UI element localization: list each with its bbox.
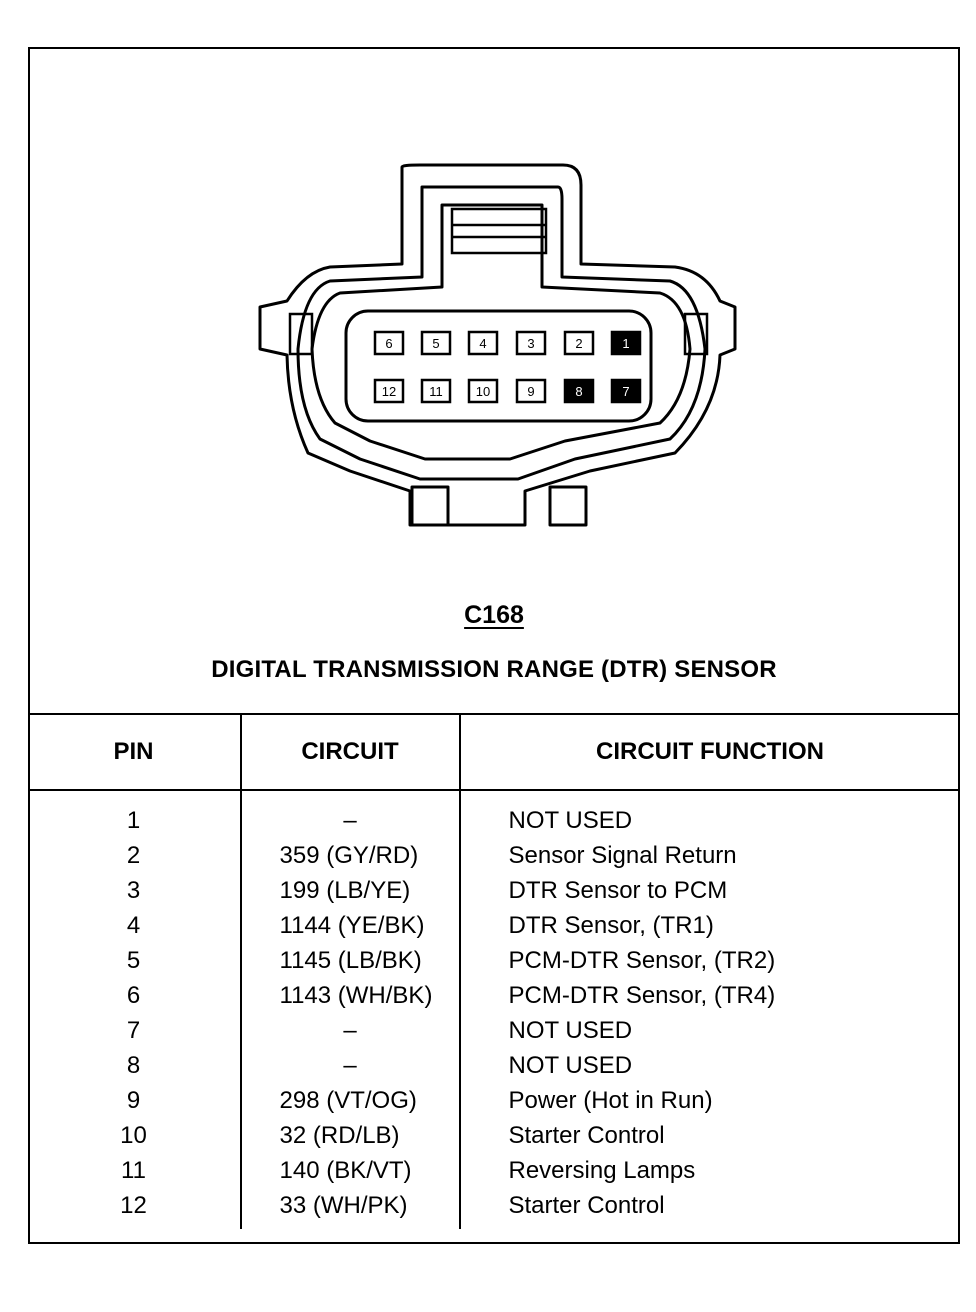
connector-id: C168 [464, 601, 524, 629]
pin-cell: 2 [126, 842, 141, 869]
function-cell: Power (Hot in Run) [508, 1087, 713, 1114]
connector-face-drawing: 6 5 4 3 2 1 12 11 10 9 8 7 [258, 163, 737, 527]
pin-cavity-11 [420, 378, 452, 404]
pin-cavity-8 [563, 378, 595, 404]
function-cell: Sensor Signal Return [508, 842, 737, 869]
pin-cell: 10 [120, 1122, 147, 1149]
pin-cavity-label: 12 [382, 384, 396, 399]
pin-cell: 12 [120, 1192, 147, 1219]
table-row: 11 140 (BK/VT) Reversing Lamps [28, 1153, 960, 1188]
connector-ear-right [683, 312, 709, 356]
circuit-cell: – [239, 1013, 461, 1048]
table-row: 10 32 (RD/LB) Starter Control [28, 1118, 960, 1153]
pin-cavity-label: 3 [527, 336, 534, 351]
function-cell: Starter Control [508, 1192, 665, 1219]
pin-cavity-1 [610, 330, 642, 356]
pin-cavities: 6 5 4 3 2 1 12 11 10 9 8 7 [373, 330, 642, 404]
function-cell: NOT USED [508, 807, 633, 834]
pin-cavity-label: 11 [429, 384, 443, 399]
circuit-cell: 1145 (LB/BK) [239, 943, 461, 978]
cavity-field [344, 309, 653, 423]
circuit-cell: 32 (RD/LB) [239, 1118, 461, 1153]
pin-cell: 9 [126, 1087, 141, 1114]
table-row: 5 1145 (LB/BK) PCM-DTR Sensor, (TR2) [28, 943, 960, 978]
circuit-cell: – [239, 790, 461, 838]
circuit-cell: – [239, 1048, 461, 1083]
connector-tab-right [548, 485, 588, 527]
circuit-cell: 33 (WH/PK) [239, 1188, 461, 1229]
pin-cell: 6 [126, 982, 141, 1009]
connector-name: DIGITAL TRANSMISSION RANGE (DTR) SENSOR [211, 656, 777, 683]
pin-cavity-label: 10 [476, 384, 490, 399]
connector-housing-inner [310, 203, 692, 461]
table-row: 3 199 (LB/YE) DTR Sensor to PCM [28, 873, 960, 908]
pin-cavity-4 [467, 330, 499, 356]
pin-cell: 3 [126, 877, 141, 904]
pin-cavity-label: 9 [527, 384, 534, 399]
table-row: 6 1143 (WH/BK) PCM-DTR Sensor, (TR4) [28, 978, 960, 1013]
table-header-row: PIN CIRCUIT CIRCUIT FUNCTION [27, 713, 960, 791]
pin-cavity-9 [515, 378, 547, 404]
circuit-cell: 298 (VT/OG) [239, 1083, 461, 1118]
pin-cell: 4 [126, 912, 141, 939]
pin-cavity-3 [515, 330, 547, 356]
function-cell: PCM-DTR Sensor, (TR4) [508, 982, 776, 1009]
pin-cavity-10 [467, 378, 499, 404]
function-cell: DTR Sensor, (TR1) [508, 912, 714, 939]
pin-cavity-label: 8 [575, 384, 582, 399]
pin-cavity-label: 5 [432, 336, 439, 351]
pin-cavity-label: 7 [622, 384, 629, 399]
circuit-cell: 140 (BK/VT) [239, 1153, 461, 1188]
pin-cell: 8 [126, 1052, 141, 1079]
pin-cavity-label: 1 [622, 336, 629, 351]
function-cell: NOT USED [508, 1052, 633, 1079]
pin-cavity-12 [373, 378, 405, 404]
circuit-cell: 359 (GY/RD) [239, 838, 461, 873]
table-row: 2 359 (GY/RD) Sensor Signal Return [28, 838, 960, 873]
table-row: 1 – NOT USED [28, 790, 960, 838]
pin-cell: 11 [121, 1157, 146, 1184]
connector-latch [450, 207, 548, 255]
table-row: 8 – NOT USED [28, 1048, 960, 1083]
table-row: 7 – NOT USED [28, 1013, 960, 1048]
pin-cavity-6 [373, 330, 405, 356]
pin-table: PIN CIRCUIT CIRCUIT FUNCTION 1 – NOT USED 2… [27, 713, 960, 1229]
pin-cavity-label: 4 [479, 336, 486, 351]
function-cell: DTR Sensor to PCM [508, 877, 728, 904]
function-cell: Starter Control [508, 1122, 665, 1149]
function-cell: NOT USED [508, 1017, 633, 1044]
table-row: 12 33 (WH/PK) Starter Control [28, 1188, 960, 1229]
circuit-cell: 1144 (YE/BK) [239, 908, 461, 943]
pin-cell: 7 [126, 1017, 141, 1044]
pin-cavity-label: 2 [575, 336, 582, 351]
pin-cavity-2 [563, 330, 595, 356]
table-row: 4 1144 (YE/BK) DTR Sensor, (TR1) [28, 908, 960, 943]
pin-cavity-label: 6 [385, 336, 392, 351]
table-row: 9 298 (VT/OG) Power (Hot in Run) [28, 1083, 960, 1118]
function-cell: PCM-DTR Sensor, (TR2) [508, 947, 776, 974]
circuit-cell: 199 (LB/YE) [239, 873, 461, 908]
pin-cell: 1 [126, 807, 141, 834]
header-pin: PIN [27, 713, 241, 791]
pin-cavity-5 [420, 330, 452, 356]
pin-cavity-7 [610, 378, 642, 404]
connector-tab-left [410, 485, 450, 527]
connector-housing-outer [258, 163, 737, 527]
pin-cell: 5 [126, 947, 141, 974]
header-function: CIRCUIT FUNCTION [459, 713, 960, 791]
header-circuit: CIRCUIT [239, 713, 461, 791]
connector-ear-left [288, 312, 314, 356]
function-cell: Reversing Lamps [508, 1157, 696, 1184]
circuit-cell: 1143 (WH/BK) [239, 978, 461, 1013]
connector-housing-middle [296, 185, 707, 481]
